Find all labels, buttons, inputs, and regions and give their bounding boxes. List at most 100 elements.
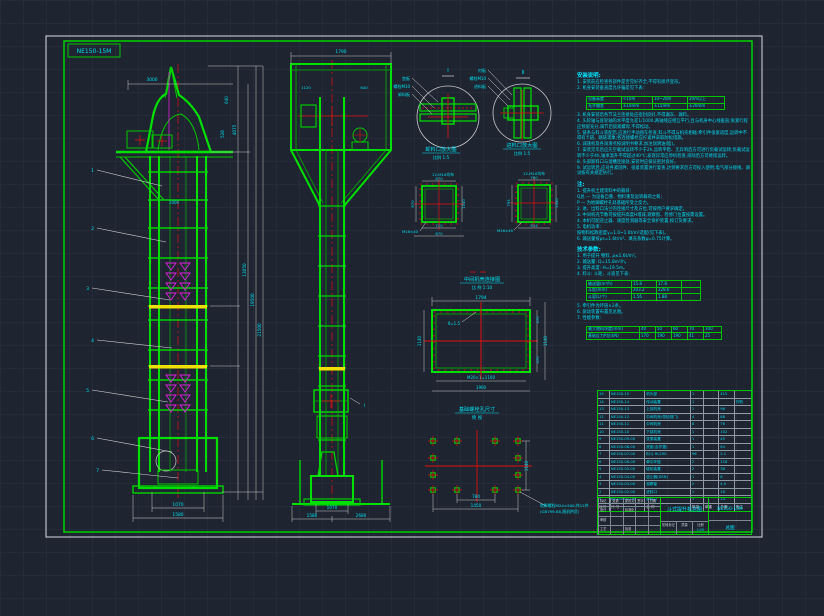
joint-band [149,305,207,309]
table-cell: 斗距(mm) [588,287,607,293]
table-cell [610,507,622,516]
table-cell: 逆止器(DSN) [644,473,690,480]
table-cell: 76 [718,421,734,428]
table-cell: 链轮装置 [644,466,690,473]
middle-casing-label: 中间机壳连接图 比 例 1:10 [460,271,504,291]
text-line: 5. 链条与料斗装配后,应进行手动盘车检查,料斗不得与机壳相碰;牵引件张紧适度,… [577,130,747,142]
table-cell: 中间机壳(带检视门) [644,413,690,420]
scale-label: 阶段标记 [662,523,675,527]
table-cell: 允许偏差 [588,103,604,108]
table-cell [702,436,719,443]
dim-text: 1070 [327,505,338,510]
table-cell: 50 [655,326,671,333]
casing-plan-section: 1794 δ=1.5 1140 370 370 1140 M20×1=1100 … [417,295,548,392]
text-line: 7. 性能参数: [577,315,602,321]
table-row: 标记处数更改文件号签字日期 [598,498,660,507]
table-cell [702,458,719,465]
table-cell [702,391,719,398]
table-cell: 41 [687,333,703,339]
text-line: 6. 减速机及各润滑点按说明书要求,加注润滑油(脂)。 [577,142,678,148]
dim-text: 760 [530,175,538,180]
table-cell: 5 [599,467,602,471]
scale-value [677,528,692,534]
dim-text: 12-M16均布 [432,172,454,177]
table-cell: 标准化 [622,507,635,516]
dim-text: 634 [530,223,538,228]
dim-text: 1140 [543,335,548,346]
text-line: 6. 驱动装置布置见总图。 [577,309,626,315]
text-line: 1. 提升机土建资料中的载荷: [577,188,632,194]
table-cell [702,488,719,495]
dim-text: 4075 [232,124,237,135]
table-cell: 牵引环链 [644,458,690,465]
table-cell: 1 [689,398,703,405]
casing-section-right: 12-M16均布 760 795 1040 634 M16×45 [497,171,559,233]
table-cell: 传动装置 [644,398,690,405]
table-cell: 45 [718,436,734,443]
table-cell: 100 [703,326,721,333]
table-cell: NE150-10 [608,428,644,435]
leader-label: 螺栓M10 [469,75,486,81]
table-cell: 处数 [610,498,622,507]
leader-label: 地脚螺栓M24×500,共12件 [540,503,589,508]
title-block-right: NE150-15M 总图 [709,498,751,534]
params-lines-before: 1. 用于提升 物料, ρ≤1.6t/m³。2. 输送量: Q=15.8m³/h… [577,254,751,278]
table-cell [733,443,751,450]
scale-value [661,528,676,534]
detail-title: 进料口放大图 [506,141,537,149]
detail-circle-feed: Ⅱ 衬板 螺栓M10 进料板 进料口放大图 比例 1:5 [469,67,552,157]
table-cell [702,473,719,480]
dim-text: 1070 [172,502,183,508]
table-row: 审核 [598,515,660,525]
table-cell: NE150-06-00 [608,458,644,465]
table-cell: 进料口 [644,488,690,495]
table-cell: 25 [703,333,721,339]
table-cell: NE150-04-00 [608,473,644,480]
table-cell: 3 [599,482,602,486]
table-cell: 张紧装置 [644,436,690,443]
dim-text: 528 [220,130,225,138]
table-cell: 9 [599,437,602,441]
table-cell: 8 [718,473,734,480]
notes-column: 安装说明: 1. 安装前应检查各部件是否完好齐全,不得有损坏变形。2. 机身安装… [577,68,751,343]
table-cell: 15 [599,392,604,396]
table-cell: 最大物料块度(mm) [588,326,623,332]
item-number: 1 [91,168,94,174]
table-cell: 1.88 [656,294,681,300]
table-cell: ±10mm [621,103,652,110]
item-number: 4 [91,338,94,344]
table-cell [610,516,622,525]
dim-text: 780 [472,494,480,499]
text-line: 按物料松散密度γ=1.0~1.6t/m³选配(见下表)。 [577,230,669,236]
item-number: 6 [91,436,94,442]
table-cell [647,507,660,516]
table-cell: 14 [718,496,734,503]
table-cell: NE150-02-00 [608,488,644,495]
text-line: 1. 安装前应检查各部件是否完好齐全,不得有损坏变形。 [577,80,683,85]
table-cell [681,294,700,300]
foundation-plan: 基础螺栓孔尺寸 俯 视 780 1450 1140 地脚螺栓M24×500,共1… [425,405,589,514]
params-title: 技术参数: [577,247,601,254]
dim-text: 870 [410,200,415,208]
table-cell: 卸料口 [644,496,690,503]
sheet-label: 总图 [709,520,751,534]
table-cell: ±15mm [652,103,687,110]
dim-text: 21500 [257,323,262,337]
text-line: 3. 中间机壳节数可按提升高度H增减,观察窗、检修门位置按需设置。 [577,212,708,218]
leader-label: M16×45 [497,228,514,233]
table-cell: 设计 [598,507,610,516]
table-cell: 1.56 [631,294,656,300]
dim-text: 870 [435,231,443,236]
